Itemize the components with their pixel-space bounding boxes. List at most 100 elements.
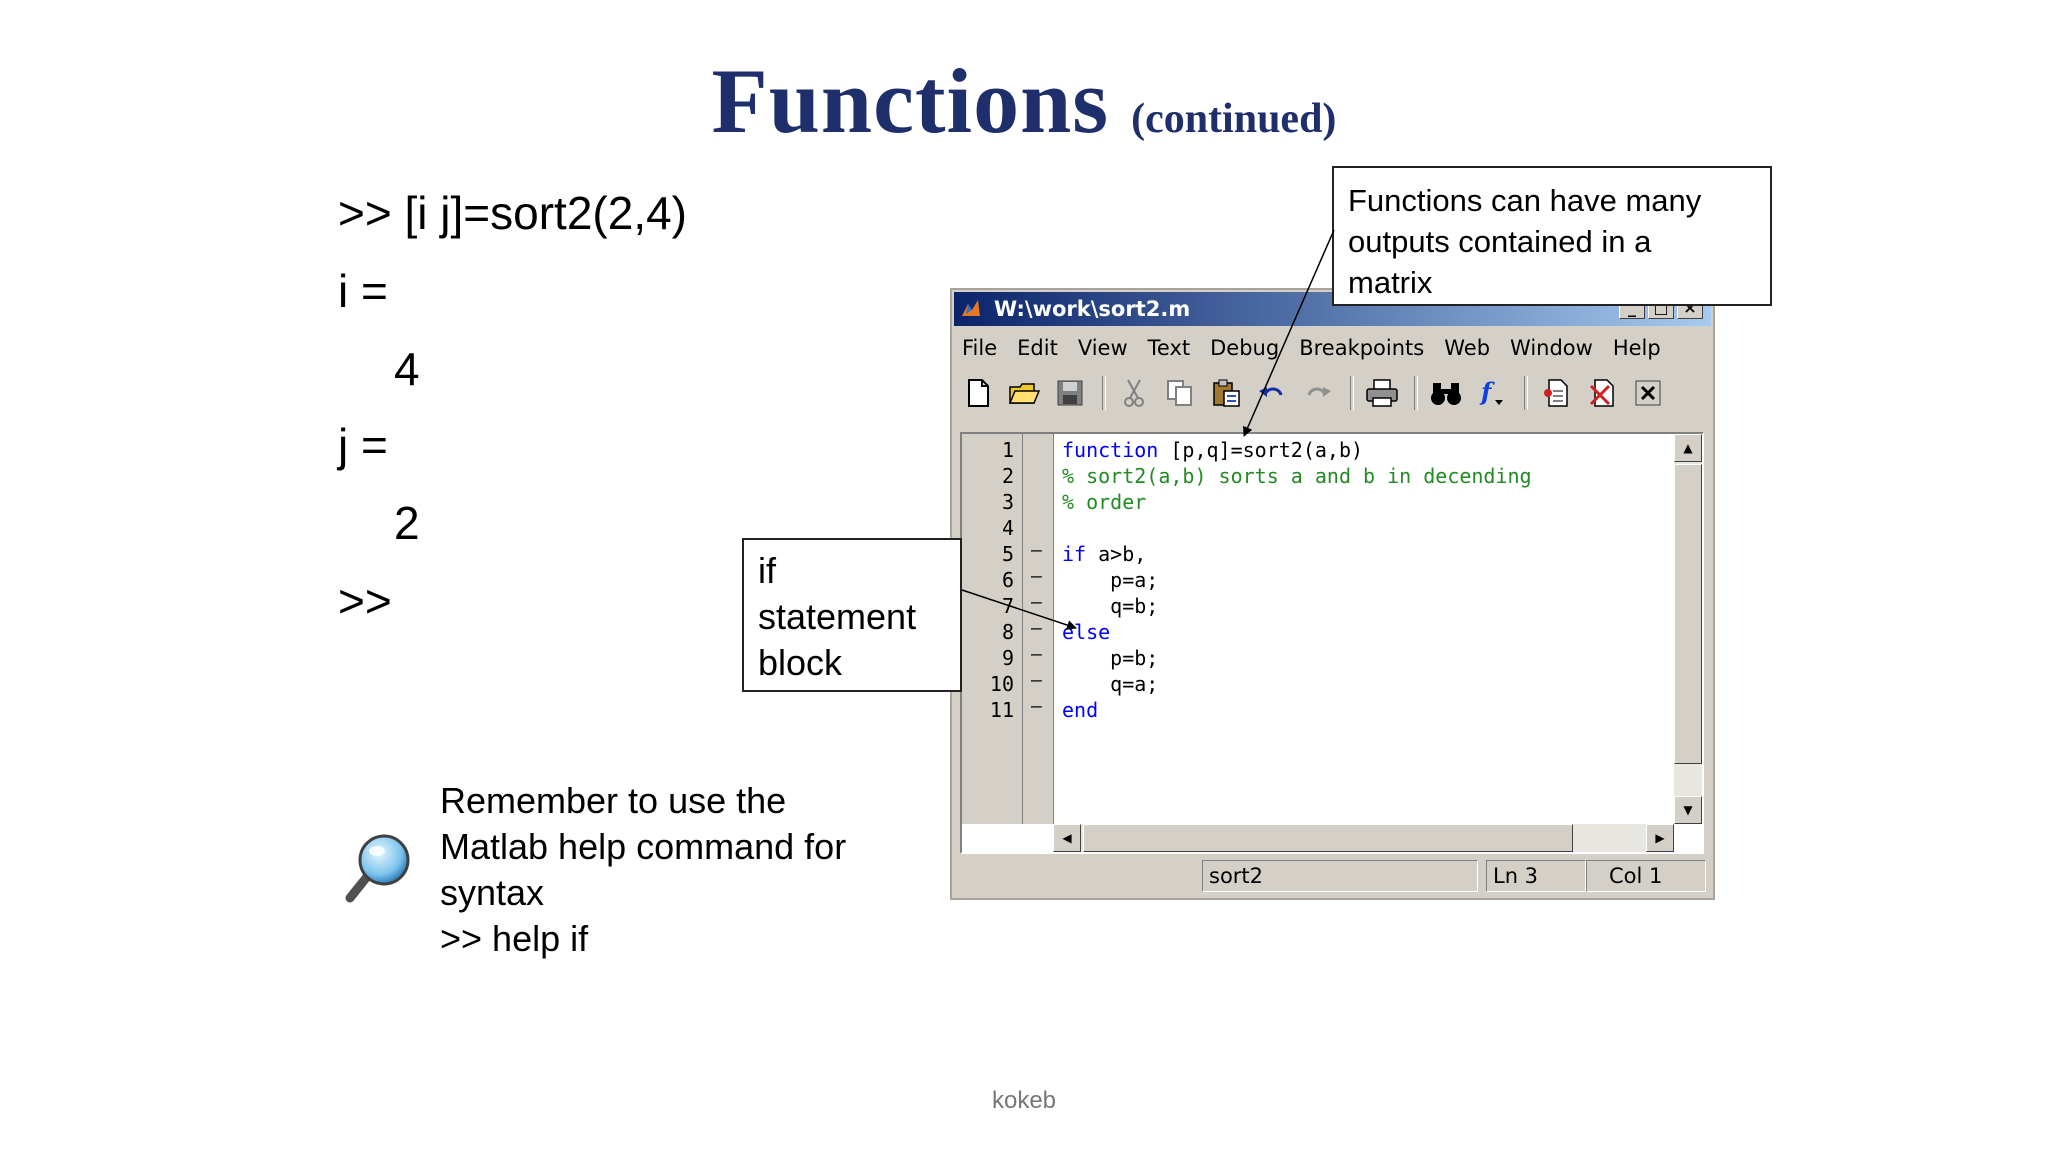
code-text-run: a>b, [1086, 542, 1147, 566]
callout-line: outputs contained in a [1348, 224, 1652, 259]
code-line: q=b; [1062, 594, 1158, 618]
code-text-run: p=a; [1062, 568, 1159, 592]
menu-breakpoints[interactable]: Breakpoints [1299, 336, 1425, 360]
toolbar-separator [1350, 376, 1354, 410]
breakpoint-marker[interactable]: – [1031, 592, 1042, 613]
line-number: 11 [989, 698, 1014, 722]
callout-line: if [758, 550, 776, 591]
code-text[interactable]: function [p,q]=sort2(a,b) % sort2(a,b) s… [1062, 434, 1532, 722]
line-number: 5 [1001, 542, 1014, 566]
code-line: p=b; [1062, 646, 1158, 670]
menu-bar: File Edit View Text Debug Breakpoints We… [952, 330, 1713, 366]
open-folder-icon[interactable] [1006, 375, 1042, 411]
close-file-icon[interactable] [1630, 375, 1666, 411]
editor-window: W:\work\sort2.m _ □ × File Edit View Tex… [950, 288, 1715, 900]
code-line: q=a; [1062, 672, 1158, 696]
undo-icon[interactable] [1254, 375, 1290, 411]
code-keyword: end [1062, 698, 1099, 722]
note-line: syntax [440, 872, 545, 913]
horizontal-scrollbar[interactable]: ◀ ▶ [1053, 824, 1674, 852]
console-line: >> [i j]=sort2(2,4) [338, 187, 687, 239]
code-editor[interactable]: 1 2 3 4 5 6 7 8 9 10 11 – – – – – – – fu… [960, 432, 1704, 854]
magnifier-icon [344, 832, 416, 904]
line-number: 1 [1001, 438, 1014, 462]
svg-text:f: f [1479, 378, 1495, 406]
code-keyword: function [1062, 438, 1159, 462]
code-text-run: q=a; [1062, 672, 1159, 696]
save-icon[interactable] [1052, 375, 1088, 411]
breakpoint-marker[interactable]: – [1031, 540, 1042, 561]
line-number: 3 [1001, 490, 1014, 514]
callout-line: Functions can have many [1348, 183, 1702, 218]
code-keyword: else [1062, 620, 1111, 644]
line-number: 8 [1001, 620, 1014, 644]
code-line: % sort2(a,b) sorts a and b in decending [1062, 464, 1532, 488]
menu-web[interactable]: Web [1444, 336, 1491, 360]
console-line: j = [338, 419, 388, 471]
menu-view[interactable]: View [1077, 336, 1128, 360]
print-icon[interactable] [1364, 375, 1400, 411]
callout-line: statement [758, 596, 917, 637]
slide-footer: kokeb [991, 1087, 1057, 1114]
line-number: 2 [1001, 464, 1014, 488]
code-line: else [1062, 620, 1110, 644]
status-column: Col 1 [1586, 860, 1706, 892]
breakpoint-marker[interactable]: – [1031, 670, 1042, 691]
menu-file[interactable]: File [962, 336, 998, 360]
outputs-callout: Functions can have many outputs containe… [1332, 166, 1772, 306]
menu-edit[interactable]: Edit [1017, 336, 1058, 360]
line-number: 9 [1001, 646, 1014, 670]
callout-line: block [758, 642, 843, 683]
scroll-left-arrow-icon[interactable]: ◀ [1053, 824, 1081, 852]
console-line: 4 [394, 343, 420, 395]
code-text-run: [p,q]=sort2(a,b) [1158, 438, 1364, 462]
code-line: p=a; [1062, 568, 1158, 592]
vertical-scrollbar[interactable]: ▲ ▼ [1674, 434, 1702, 824]
menu-text[interactable]: Text [1147, 336, 1191, 360]
menu-help[interactable]: Help [1612, 336, 1661, 360]
code-comment: % sort2(a,b) sorts a and b in decending [1062, 464, 1532, 488]
find-icon[interactable] [1428, 375, 1464, 411]
clear-breakpoints-icon[interactable] [1584, 375, 1620, 411]
code-line: end [1062, 698, 1098, 722]
breakpoint-marker[interactable]: – [1031, 696, 1042, 717]
code-text-run: q=b; [1062, 594, 1159, 618]
redo-icon[interactable] [1300, 375, 1336, 411]
console-line: >> [338, 575, 392, 627]
copy-icon[interactable] [1162, 375, 1198, 411]
breakpoint-marker[interactable]: – [1031, 618, 1042, 639]
note-line: Matlab help command for [440, 826, 847, 867]
scroll-down-arrow-icon[interactable]: ▼ [1674, 796, 1702, 824]
breakpoint-gutter[interactable]: – – – – – – – [1023, 434, 1054, 824]
code-line: function [p,q]=sort2(a,b) [1062, 438, 1363, 462]
horizontal-scroll-thumb[interactable] [1083, 824, 1573, 852]
scroll-right-arrow-icon[interactable]: ▶ [1646, 824, 1674, 852]
line-number: 4 [1001, 516, 1014, 540]
title-subtitle: (continued) [1131, 96, 1337, 142]
function-icon[interactable]: f [1474, 375, 1510, 411]
menu-window[interactable]: Window [1510, 336, 1593, 360]
toolbar: f [960, 370, 1707, 416]
breakpoint-marker[interactable]: – [1031, 644, 1042, 665]
toolbar-separator [1414, 376, 1418, 410]
matlab-icon [962, 300, 980, 316]
if-block-callout: if statement block [742, 538, 962, 692]
slide-title: Functions(continued) [0, 48, 2048, 154]
code-line: if a>b, [1062, 542, 1146, 566]
line-number: 7 [1001, 594, 1014, 618]
code-keyword: if [1062, 542, 1087, 566]
set-breakpoint-icon[interactable] [1538, 375, 1574, 411]
paste-icon[interactable] [1208, 375, 1244, 411]
scroll-up-arrow-icon[interactable]: ▲ [1674, 434, 1702, 462]
vertical-scroll-thumb[interactable] [1674, 464, 1702, 764]
cut-icon[interactable] [1116, 375, 1152, 411]
code-line: % order [1062, 490, 1146, 514]
new-file-icon[interactable] [960, 375, 996, 411]
breakpoint-marker[interactable]: – [1031, 566, 1042, 587]
code-comment: % order [1062, 490, 1147, 514]
note-line: >> help if [440, 918, 589, 959]
editor-title: W:\work\sort2.m [994, 297, 1191, 321]
help-note: Remember to use the Matlab help command … [440, 778, 900, 962]
menu-debug[interactable]: Debug [1210, 336, 1280, 360]
console-line: i = [338, 265, 388, 317]
